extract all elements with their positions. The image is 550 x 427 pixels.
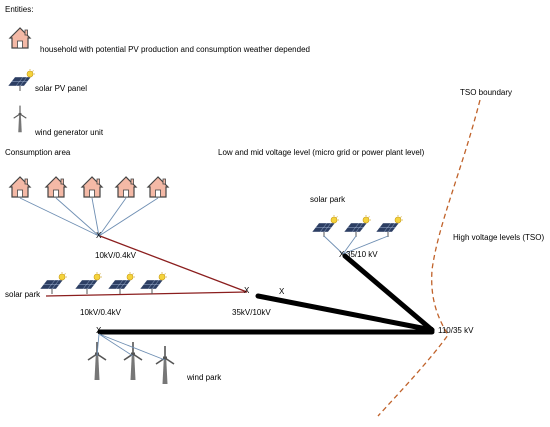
voltage-label-upper: 10kV/0.4kV — [95, 251, 136, 260]
household-icon — [147, 176, 169, 198]
solar-panel-icon — [139, 271, 168, 295]
solar-panel-icon — [311, 214, 340, 238]
solar-park-right-label: solar park — [310, 195, 346, 204]
solar-park-left-label: solar park — [5, 290, 41, 299]
household-icon — [81, 176, 103, 198]
legend-title: Entities: — [5, 5, 34, 14]
high-voltage-lines — [97, 253, 435, 335]
household-icon — [9, 27, 31, 49]
wind-feeder-lines — [96, 333, 166, 361]
voltage-label-mid: 35kV/10kV — [232, 308, 271, 317]
wind-turbine-icon — [13, 105, 27, 133]
solar-panel-icon — [343, 214, 372, 238]
household-icon — [115, 176, 137, 198]
voltage-label-right: 35/10 kV — [346, 250, 378, 259]
substation-marker: X — [428, 326, 434, 335]
household-icon — [9, 176, 31, 198]
voltage-label-main: 110/35 kV — [438, 326, 474, 335]
legend-solar-panel-label: solar PV panel — [35, 84, 88, 93]
substation-marker: X — [96, 231, 102, 240]
substation-marker: X — [339, 250, 345, 259]
legend-wind-unit-label: wind generator unit — [35, 128, 104, 137]
wind-park-label: wind park — [187, 373, 222, 382]
wind-turbine-icon — [87, 341, 107, 381]
household-icon — [45, 176, 67, 198]
low-mid-voltage-label: Low and mid voltage level (micro grid or… — [218, 148, 425, 157]
house-feeder-lines — [19, 197, 159, 237]
solar-panel-icon — [107, 271, 136, 295]
voltage-label-lower: 10kV/0.4kV — [80, 308, 121, 317]
substation-marker: X — [244, 286, 250, 295]
tso-boundary-label: TSO boundary — [460, 88, 513, 97]
solar-panel-icon — [375, 214, 404, 238]
wind-turbine-icon — [155, 345, 175, 385]
substation-marker: X — [96, 326, 102, 335]
red-feeder-lower — [45, 291, 248, 297]
solar-panel-icon — [39, 271, 68, 295]
red-feeder-upper — [99, 235, 248, 293]
solar-panel-icon — [74, 271, 103, 295]
solar-park-feeder-lines — [323, 235, 389, 255]
legend-household-label: household with potential PV production a… — [40, 45, 310, 54]
tso-boundary-line — [377, 99, 481, 417]
consumption-area-label: Consumption area — [5, 148, 71, 157]
substation-marker: X — [279, 287, 285, 296]
solar-panel-icon — [7, 68, 36, 92]
high-voltage-label: High voltage levels (TSO) — [453, 233, 545, 242]
